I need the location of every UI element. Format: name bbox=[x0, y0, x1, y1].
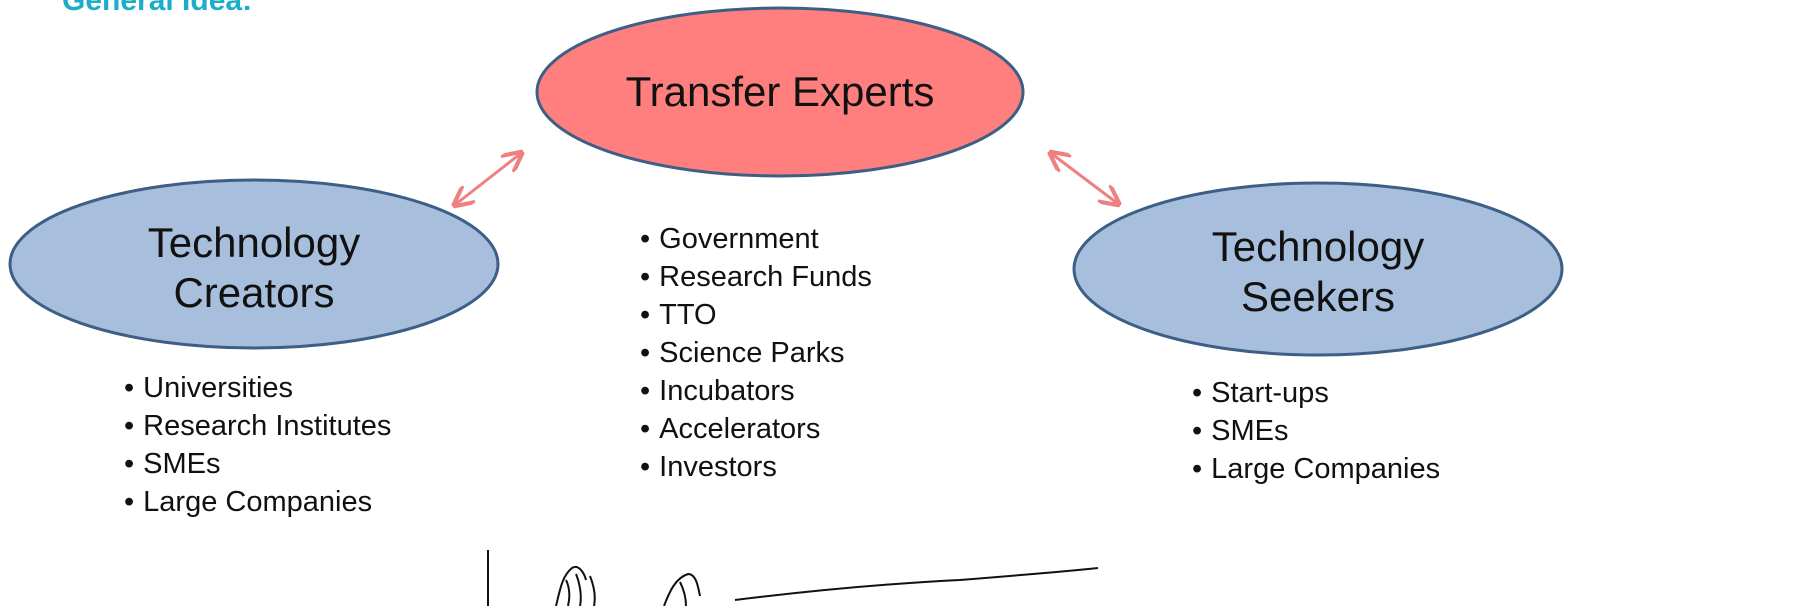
list-item: Incubators bbox=[640, 372, 872, 410]
technology-creators-label: Technology Creators bbox=[24, 218, 484, 318]
technology-seekers-line2: Seekers bbox=[1240, 273, 1396, 320]
transfer-experts-ellipse bbox=[535, 6, 1025, 178]
list-item: SMEs bbox=[1192, 412, 1440, 450]
list-item: Accelerators bbox=[640, 410, 872, 448]
list-item: Large Companies bbox=[1192, 450, 1440, 488]
list-item: Start-ups bbox=[1192, 374, 1440, 412]
list-item: Investors bbox=[640, 448, 872, 486]
sketch-illustration bbox=[487, 550, 1099, 606]
transfer-experts-label: Transfer Experts bbox=[540, 67, 1020, 117]
transfer-experts-text: Transfer Experts bbox=[625, 68, 935, 115]
list-item: Large Companies bbox=[124, 483, 391, 521]
arrow-creators-experts bbox=[456, 154, 520, 204]
list-item: Universities bbox=[124, 369, 391, 407]
seekers-list: Start-ups SMEs Large Companies bbox=[1192, 374, 1440, 488]
experts-list: Government Research Funds TTO Science Pa… bbox=[640, 220, 872, 486]
technology-seekers-line1: Technology bbox=[1211, 223, 1425, 270]
list-item: Research Institutes bbox=[124, 407, 391, 445]
arrow-experts-seekers bbox=[1052, 154, 1117, 203]
list-item: Government bbox=[640, 220, 872, 258]
list-item: Research Funds bbox=[640, 258, 872, 296]
technology-creators-line1: Technology bbox=[147, 219, 361, 266]
list-item: TTO bbox=[640, 296, 872, 334]
creators-list: Universities Research Institutes SMEs La… bbox=[124, 369, 391, 521]
heading: General Idea: bbox=[62, 0, 253, 17]
list-item: SMEs bbox=[124, 445, 391, 483]
technology-seekers-ellipse bbox=[1072, 181, 1564, 357]
technology-creators-ellipse bbox=[8, 178, 500, 350]
technology-seekers-label: Technology Seekers bbox=[1088, 222, 1548, 322]
technology-creators-line2: Creators bbox=[173, 269, 335, 316]
list-item: Science Parks bbox=[640, 334, 872, 372]
